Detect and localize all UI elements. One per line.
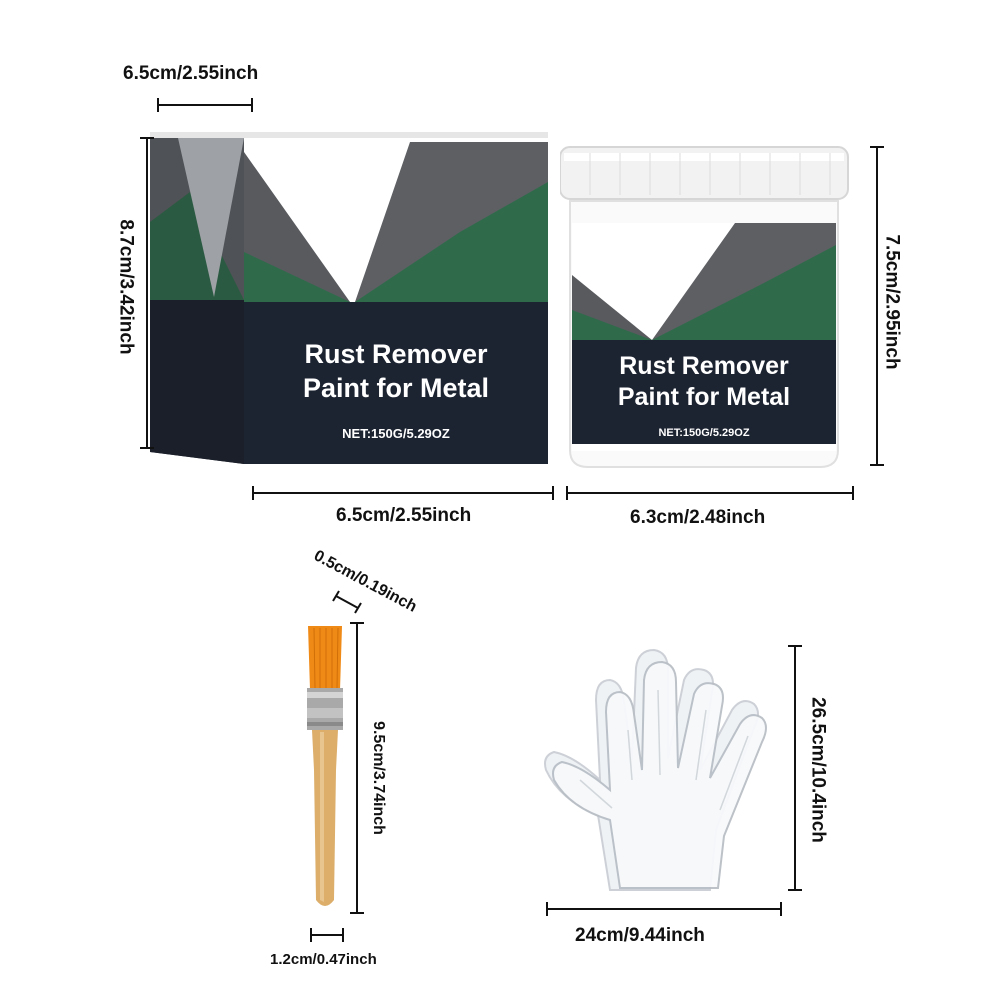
jar-title-line-1: Rust Remover [619, 352, 789, 380]
paint-brush [298, 620, 352, 916]
disposable-gloves-graphic [544, 648, 767, 891]
box-depth-tick-left [157, 98, 159, 112]
box-title: Rust Remover Paint for Metal [260, 338, 532, 406]
brush-thickness-label: 0.5cm/0.19inch [310, 547, 420, 616]
box-depth-label: 6.5cm/2.55inch [123, 63, 259, 84]
brush-width-tick-right [342, 928, 344, 942]
product-box-graphic [150, 132, 548, 464]
box-width-tick-left [252, 486, 254, 500]
brush-width-line [310, 934, 344, 936]
box-depth-tick-right [251, 98, 253, 112]
jar-height-line [876, 146, 878, 466]
glove-length-tick-top [788, 645, 802, 647]
glove-length-line [794, 645, 796, 891]
jar-net-weight: NET:150G/5.29OZ [658, 427, 750, 439]
glove-length-label: 26.5cm/10.4inch [807, 697, 829, 843]
jar-width-tick-right [852, 486, 854, 500]
brush-length-tick-top [350, 622, 364, 624]
box-height-label: 8.7cm/3.42inch [115, 219, 137, 355]
glove-length-tick-bottom [788, 889, 802, 891]
box-depth-line [157, 104, 253, 106]
brush-thickness-marker [332, 588, 364, 616]
box-height-line [146, 137, 148, 449]
product-box: Rust Remover Paint for Metal NET:150G/5.… [150, 132, 548, 464]
product-jar: Rust Remover Paint for Metal NET:150G/5.… [560, 145, 850, 470]
jar-width-label: 6.3cm/2.48inch [630, 507, 766, 528]
brush-length-tick-bottom [350, 912, 364, 914]
box-title-line-1: Rust Remover [304, 339, 488, 369]
box-net-weight: NET:150G/5.29OZ [342, 426, 450, 441]
jar-width-tick-left [566, 486, 568, 500]
brush-length-line [356, 622, 358, 914]
paint-brush-graphic [307, 626, 343, 906]
brush-width-label: 1.2cm/0.47inch [270, 951, 377, 968]
box-title-line-2: Paint for Metal [302, 372, 490, 403]
box-width-tick-right [552, 486, 554, 500]
brush-width-tick-left [310, 928, 312, 942]
jar-width-line [566, 492, 854, 494]
glove-width-line [546, 908, 782, 910]
jar-title: Rust Remover Paint for Metal [572, 351, 836, 414]
product-jar-graphic [560, 146, 849, 468]
jar-height-tick-bottom [870, 464, 884, 466]
box-width-label: 6.5cm/2.55inch [336, 505, 472, 526]
brush-length-label: 9.5cm/3.74inch [370, 721, 387, 835]
box-height-tick-top [140, 137, 154, 139]
jar-height-label: 7.5cm/2.95inch [881, 234, 903, 370]
glove-width-tick-right [780, 902, 782, 916]
box-height-tick-bottom [140, 447, 154, 449]
glove-width-tick-left [546, 902, 548, 916]
box-width-line [252, 492, 554, 494]
jar-title-line-2: Paint for Metal [617, 383, 791, 412]
jar-height-tick-top [870, 146, 884, 148]
glove-width-label: 24cm/9.44inch [575, 925, 705, 946]
disposable-gloves [540, 640, 788, 896]
